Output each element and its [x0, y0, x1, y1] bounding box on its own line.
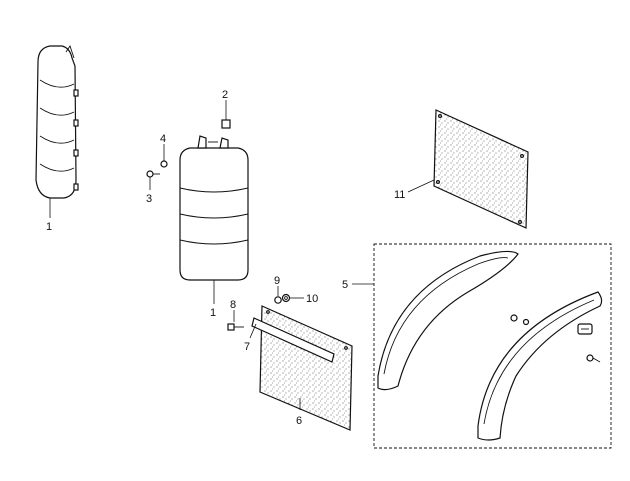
callout-1-front: 1	[210, 307, 216, 319]
part-5-bolt	[586, 354, 601, 363]
leader-7	[249, 323, 257, 339]
callout-1-side: 1	[46, 221, 52, 233]
callout-10: 10	[306, 293, 318, 305]
part-5-left-flap	[377, 250, 519, 391]
part-9-nut	[274, 296, 282, 304]
leader-11	[407, 179, 435, 193]
part-1-front-view	[179, 135, 249, 281]
part-1-side-view	[35, 44, 79, 199]
callout-9: 9	[274, 275, 280, 287]
part-7-strip	[251, 317, 335, 363]
part-11-panel	[433, 109, 529, 229]
part-8-bolt	[227, 323, 244, 331]
part-6-mud-flap	[259, 305, 353, 431]
callout-7: 7	[244, 341, 250, 353]
part-5-right-flap	[477, 291, 603, 441]
callout-3: 3	[146, 193, 152, 205]
part-5-washers	[510, 314, 530, 326]
callout-6: 6	[296, 415, 302, 427]
part-10-washer	[281, 293, 291, 303]
part-2-cap	[221, 119, 231, 129]
part-4-washer	[160, 160, 168, 168]
group-5-frame	[373, 243, 612, 449]
part-3-bolt	[146, 170, 160, 178]
callout-2: 2	[222, 89, 228, 101]
callout-4: 4	[160, 133, 166, 145]
callout-5: 5	[342, 279, 348, 291]
callout-8: 8	[230, 299, 236, 311]
callout-11: 11	[394, 189, 405, 201]
